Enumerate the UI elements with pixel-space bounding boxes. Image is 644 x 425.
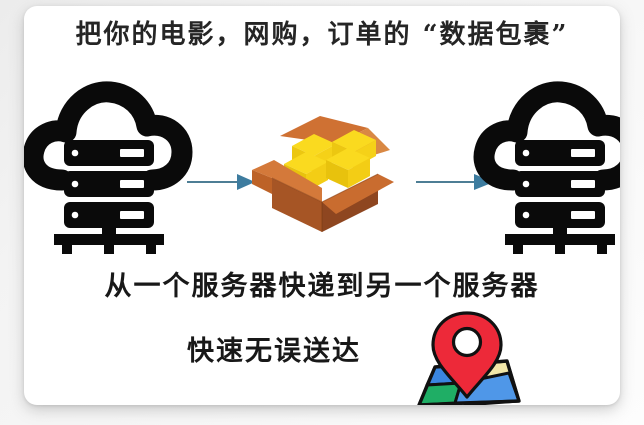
subtitle-text: 从一个服务器快递到另一个服务器 <box>104 271 540 302</box>
target-cloud-server <box>473 68 620 254</box>
destination-map <box>409 309 524 405</box>
tagline-text: 快速无误送达 <box>187 336 361 367</box>
cloud-server-icon <box>24 81 193 254</box>
right-arrow-icon <box>416 174 494 190</box>
parcel-front-right <box>326 148 370 188</box>
map-pin-icon <box>417 311 521 405</box>
open-cardboard-box-icon <box>252 116 394 232</box>
flow-arrow-left <box>187 169 259 195</box>
page-title: 把你的电影，网购，订单的 “数据包裹” <box>75 20 569 50</box>
pin-marker <box>431 311 503 399</box>
cloud-server-icon <box>473 81 620 254</box>
source-cloud-server <box>24 68 193 254</box>
data-package-box <box>250 102 394 236</box>
right-arrow-icon <box>187 174 255 190</box>
flow-arrow-right <box>416 169 498 195</box>
infographic-card: 把你的电影，网购，订单的 “数据包裹” <box>24 6 620 405</box>
